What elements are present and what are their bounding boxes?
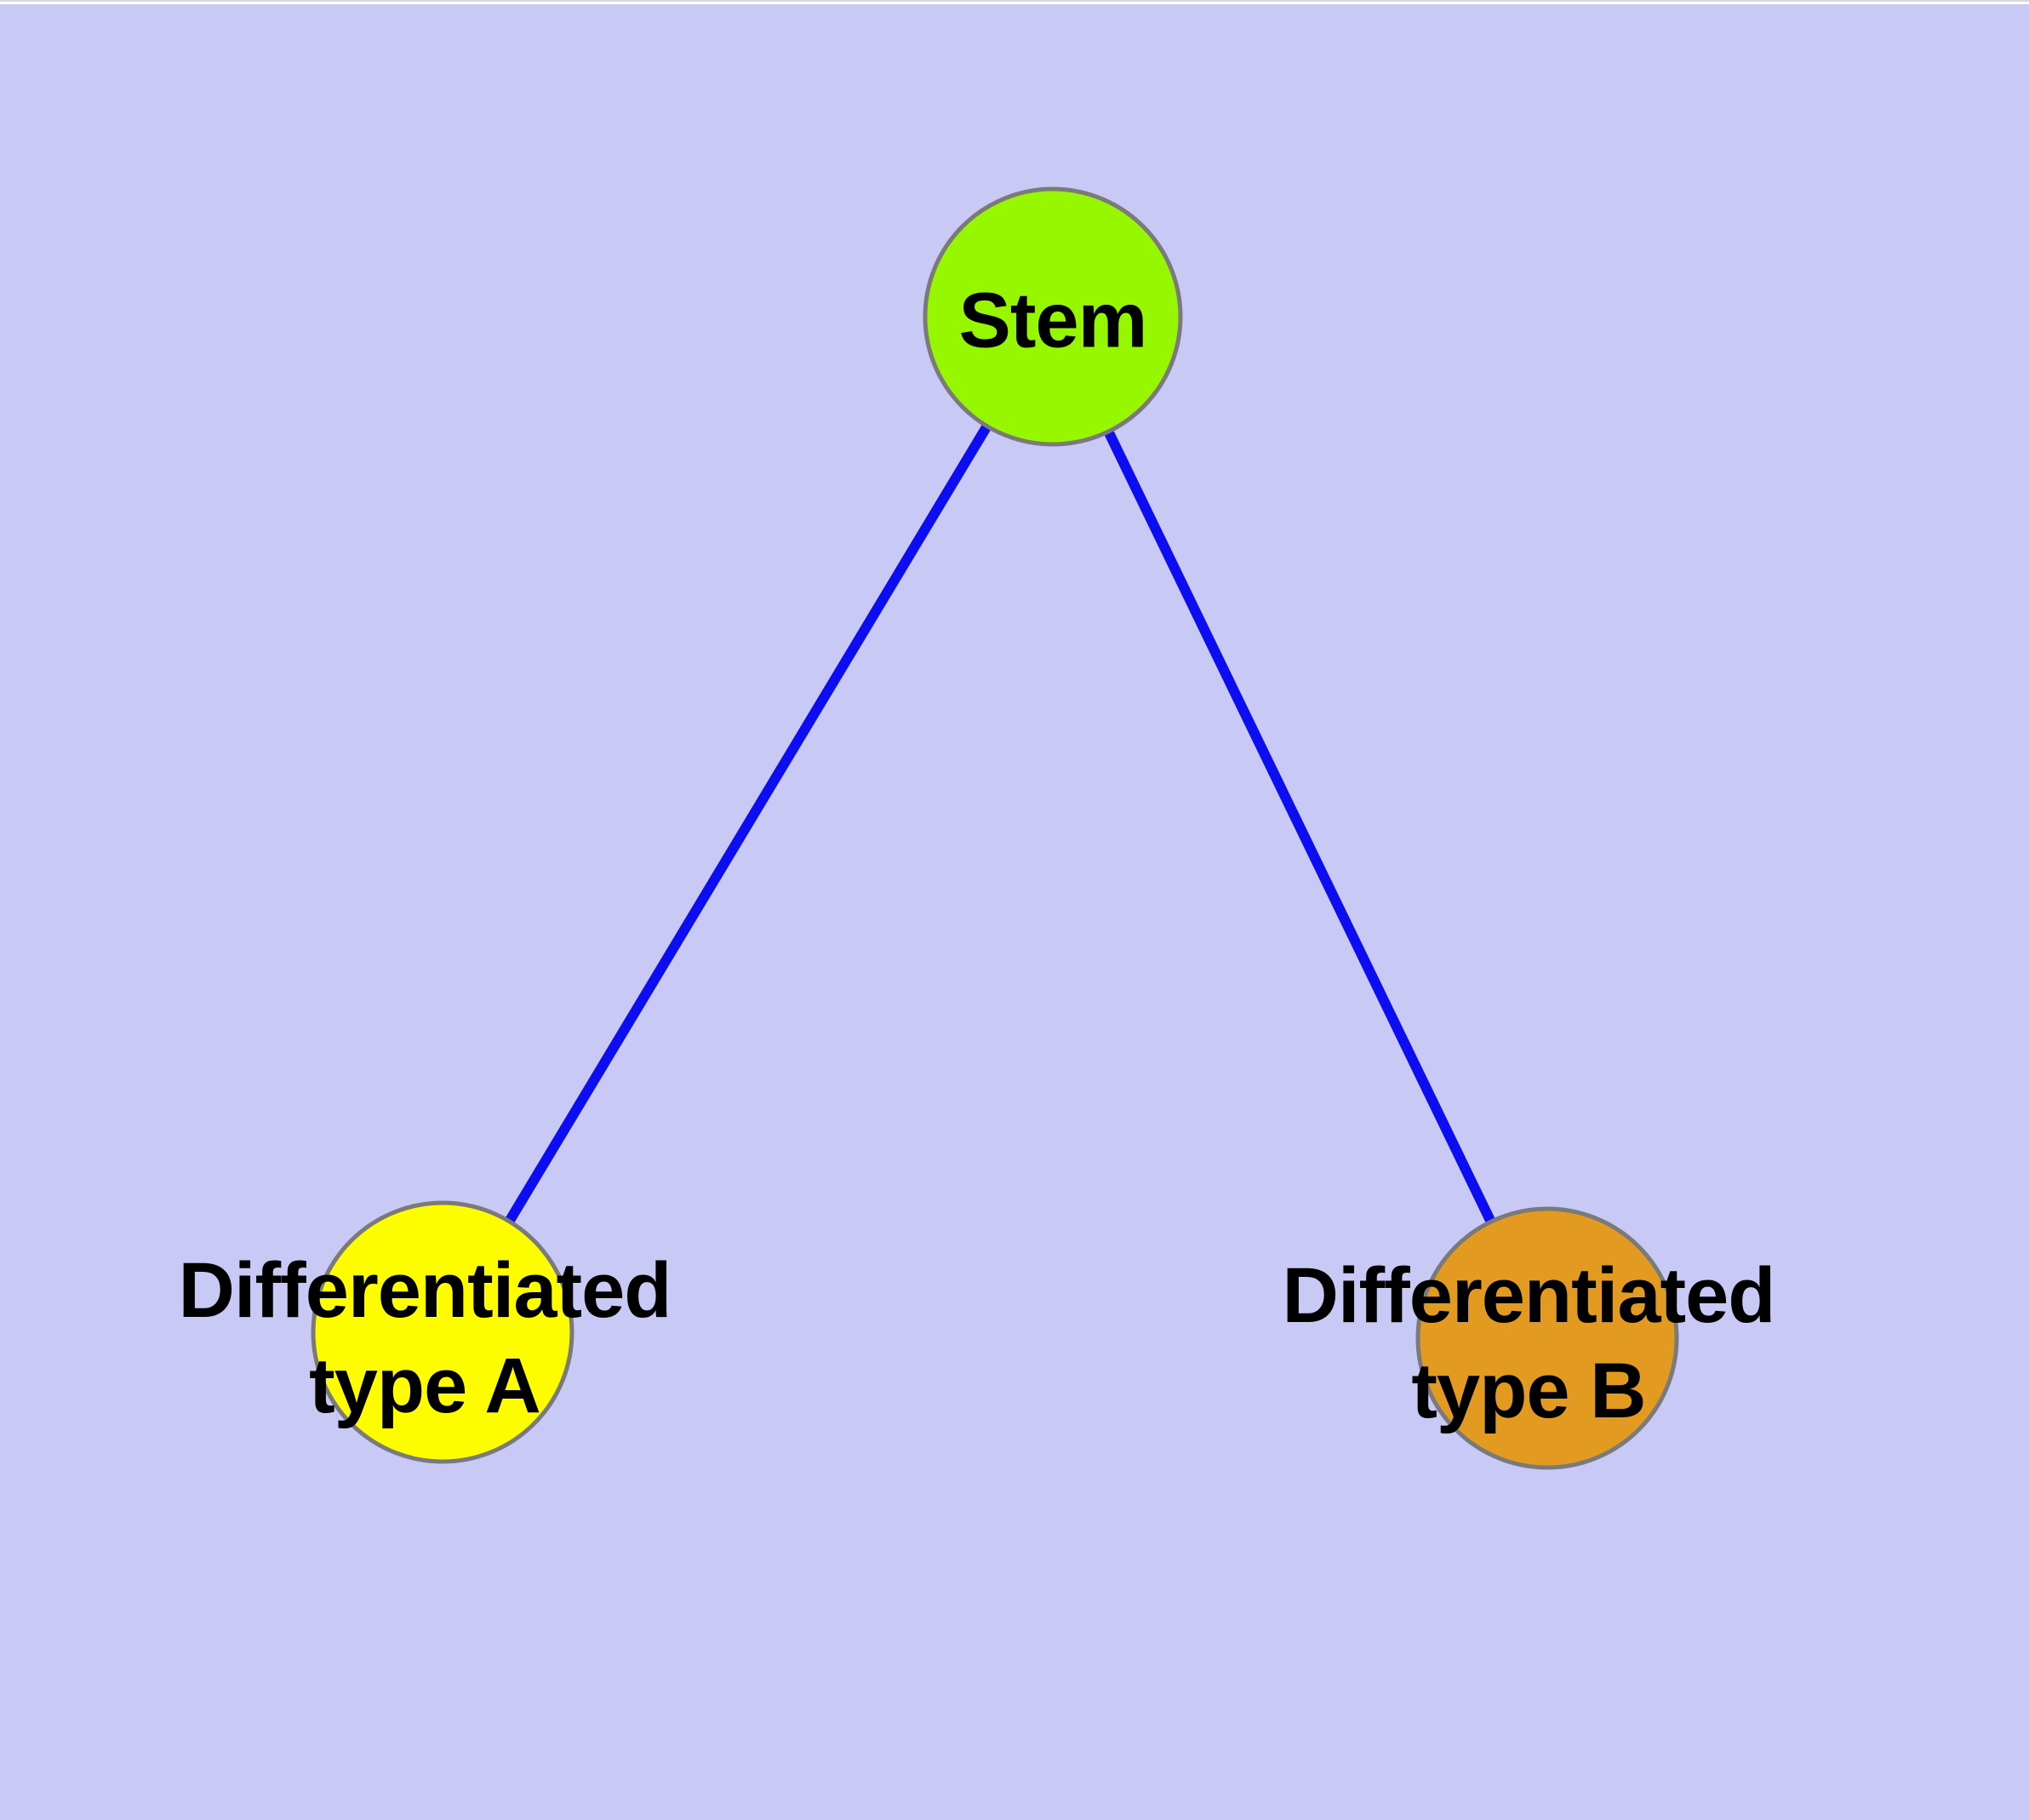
node-type-b-label-line1: Differentiated [1282,1252,1776,1339]
node-type-a-label: Differentiated type A [179,1243,672,1434]
top-edge-highlight [0,2,2029,4]
node-stem-label: Stem [958,277,1148,364]
node-type-a-circle [311,1200,574,1464]
edge-stem-to-type-b [1048,314,1552,1341]
edge-stem-to-type-a [437,313,1058,1336]
top-edge-hairline [0,0,2029,2]
node-stem-circle [923,186,1183,447]
node-type-b-label: Differentiated type B [1282,1248,1776,1439]
node-type-a-label-line1: Differentiated [178,1247,672,1334]
node-type-b-label-line2: type B [1411,1348,1646,1434]
node-type-a-label-line2: type A [309,1342,541,1429]
node-type-b-circle [1415,1206,1679,1470]
